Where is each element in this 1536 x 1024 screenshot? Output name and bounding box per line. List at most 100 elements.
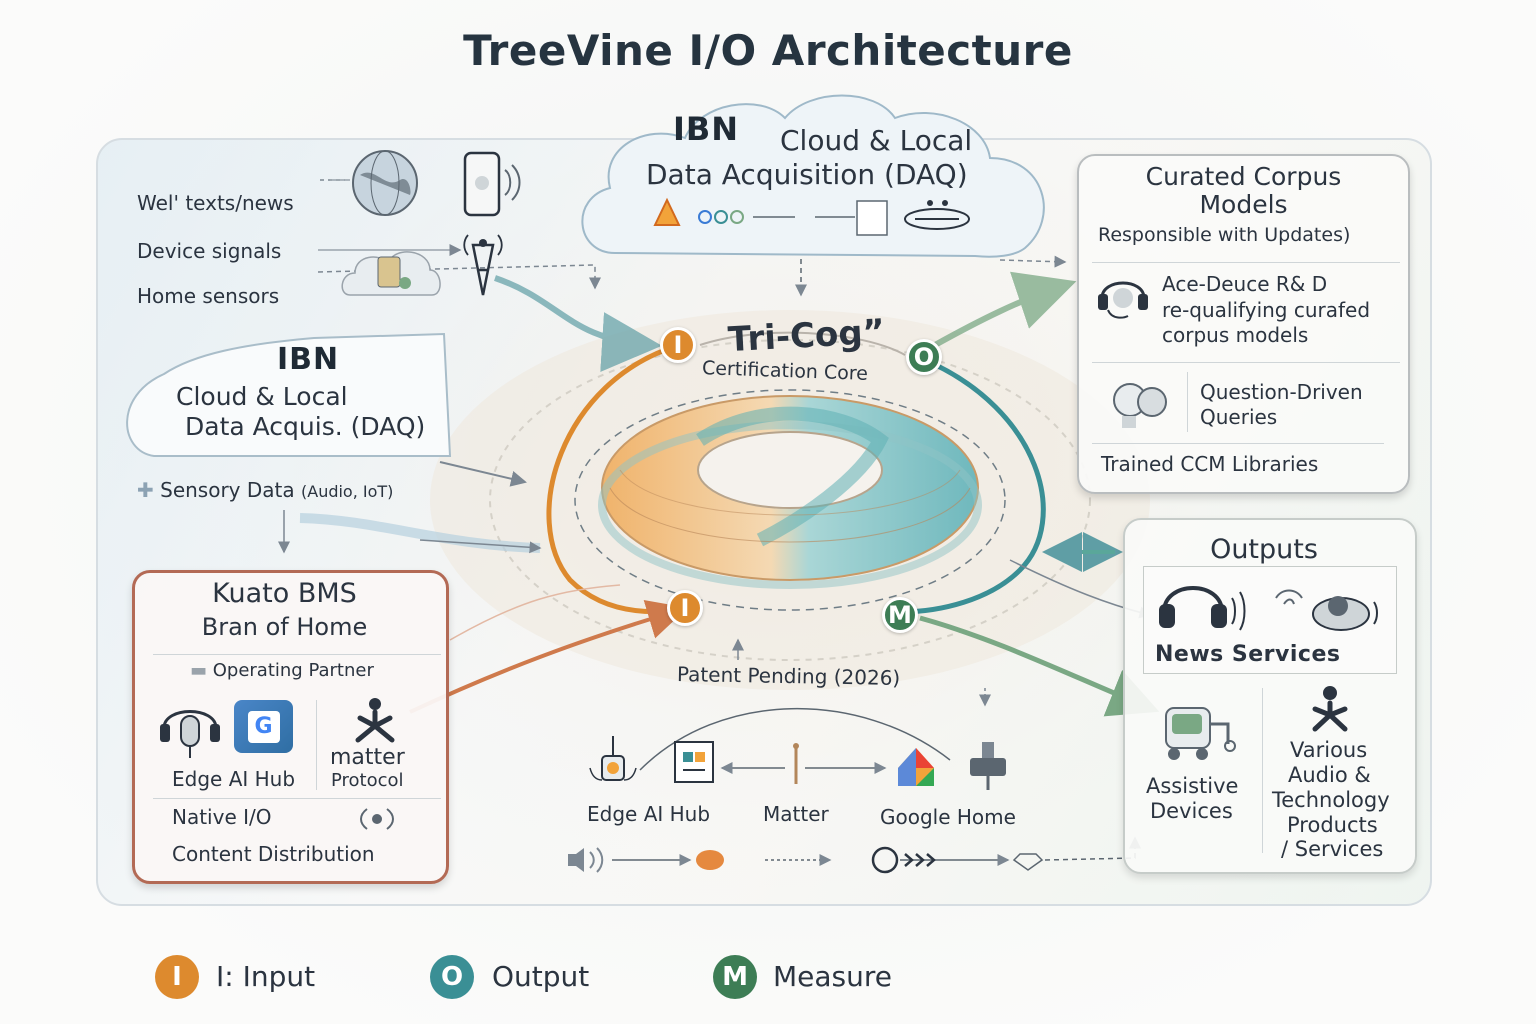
corpus-q2: Queries [1200,405,1278,429]
corpus-divider-3 [1092,443,1384,444]
corpus-divider-2 [1092,362,1400,363]
flow-sensory-arrow [419,539,542,554]
kuato-subtitle: Bran of Home [201,613,368,641]
outputs-news: News Services [1155,642,1341,667]
daq-cloud-left-shape [126,332,452,457]
camera-icon [970,742,1006,790]
flow-daq-to-core [439,461,527,487]
input-web-texts: Wel' texts/news [137,191,294,215]
headset-icon [1098,281,1148,319]
kuato-partner: Operating Partner [212,660,374,681]
flow-device-to-core [494,275,662,372]
partner-bullet-icon: ▬ [190,660,213,681]
sound-wave-icon [568,847,604,873]
outputs-various5: / Services [1281,837,1384,861]
kuato-content-distribution: Content Distribution [172,842,375,866]
satellite-icon [904,200,970,230]
legend-output-label: Output [492,960,590,993]
corpus-panel [1077,154,1410,494]
gem-icon [1012,853,1044,871]
matter-icon [355,698,395,743]
outputs-vdivider [1262,688,1263,853]
sensory-row: ✚ Sensory Data (Audio, IoT) [137,478,393,502]
kuato-title: Kuato BMS [212,578,357,609]
legend-measure-label: Measure [773,960,892,993]
cloud-brand-icon [653,197,681,226]
microphone-icon [160,710,220,758]
kuato-native-io: Native I/O [172,805,272,829]
home-edge-hub: Edge AI Hub [587,802,711,826]
loop-icon [871,846,936,874]
core-patent: Patent Pending (2026) [676,662,901,690]
kuato-partner-row: ▬ Operating Partner [190,660,374,681]
core-halo-ring [489,339,1091,661]
nodes-icon [698,210,744,224]
torus-twist [696,406,889,547]
legend-input-badge: I [155,955,199,999]
flow-kuato-shadow [449,584,621,641]
outputs-various1: Various [1290,738,1368,762]
home-device-icons [589,736,1006,790]
flow-corpus-dashed [999,255,1067,268]
sensory-data-label: Sensory Data [160,478,295,502]
outputs-various3: Technology [1272,788,1390,812]
kuato-divider-1 [153,654,441,655]
google-home-logo-icon [898,748,934,786]
core-top-arc [699,331,906,356]
legend-output-badge: O [430,955,474,999]
input-icons [341,150,521,296]
corpus-title2: Models [1199,190,1288,219]
outputs-various4: Products [1287,813,1378,837]
matter-device-icon [674,741,714,783]
badge-measure: M [882,597,918,633]
output-arc [899,357,1046,615]
badge-output: O [906,339,942,375]
corpus-libraries: Trained CCM Libraries [1101,452,1319,476]
outputs-assistive2: Devices [1150,799,1233,823]
badge-input-bottom: I [667,590,703,626]
torus-grid-1 [609,487,971,543]
corpus-rd1: Ace-Deuce R& D [1162,272,1328,296]
google-home-icon: G [234,700,293,753]
robot-icon [1275,589,1378,631]
globe-icon [352,150,418,216]
sensory-icon: ✚ [137,478,161,502]
people-network-icon [1312,686,1348,732]
speaker-icon [360,808,394,830]
kuato-edge-hub: Edge AI Hub [172,767,296,791]
news-icons [1159,586,1378,631]
outputs-title: Outputs [1210,534,1318,565]
outputs-various2: Audio & [1288,763,1371,787]
kuato-matter-protocol: Protocol [331,770,404,791]
smartphone-icon [463,151,521,217]
antenna-icon [793,743,799,784]
home-google-home: Google Home [880,805,1016,829]
pipeline-icons [568,846,1044,874]
daq-left-logo: IBN [277,342,340,377]
kuato-matter-logo: matter [330,745,405,770]
home-matter: Matter [763,802,829,826]
input-device-signals: Device signals [137,239,282,263]
daq-left-line2: Data Acquis. (DAQ) [185,412,426,441]
kuato-divider-2 [153,798,441,799]
sensory-data-note: (Audio, IoT) [301,482,394,501]
legend-input-label: I: Input [216,960,316,993]
corpus-rd3: corpus models [1162,323,1309,347]
assistive-robot-icon [1165,707,1236,760]
corpus-title1: Curated Corpus [1145,162,1342,191]
document-icon [856,200,888,236]
input-arc [546,342,681,615]
corpus-rd2: re-qualifying curafed [1162,298,1371,322]
page-title: TreeVine I/O Architecture [463,26,1073,75]
token-icon [696,850,724,870]
flow-core-to-corpus [933,271,1077,348]
daq-top-line1: Cloud & Local [780,124,973,157]
corpus-q1: Question-Driven [1200,380,1363,404]
signal-tower-icon [463,234,503,296]
torus-dash-ring [574,389,1006,611]
outputs-assistive1: Assistive [1146,774,1239,798]
daq-top-icons [653,197,970,236]
torus-grid-2 [619,469,961,516]
